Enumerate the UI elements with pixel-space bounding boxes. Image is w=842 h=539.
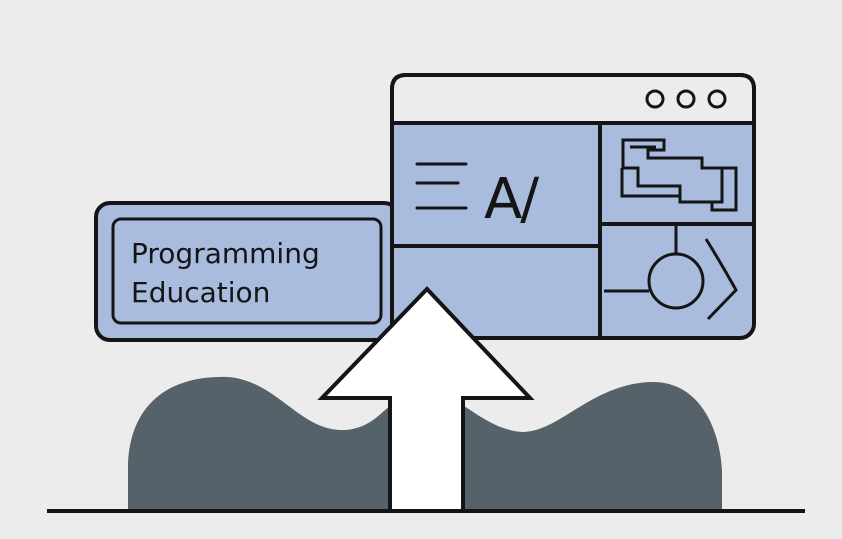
- hills-shape-right: [462, 381, 722, 511]
- window-dot-3: [707, 89, 727, 109]
- hills-shape: [128, 376, 392, 511]
- label-card: Programming Education: [94, 201, 400, 342]
- window-titlebar: [390, 73, 756, 125]
- window-dot-1: [645, 89, 665, 109]
- ai-heading: A/: [484, 167, 539, 232]
- flowchart-icon: [620, 138, 738, 212]
- node-chevron-icon: [604, 224, 738, 321]
- label-line-1: Programming: [131, 237, 320, 270]
- menu-lines-icon: [415, 162, 468, 210]
- app-window: A/: [390, 73, 756, 340]
- window-dot-2: [676, 89, 696, 109]
- label-line-2: Education: [131, 276, 270, 309]
